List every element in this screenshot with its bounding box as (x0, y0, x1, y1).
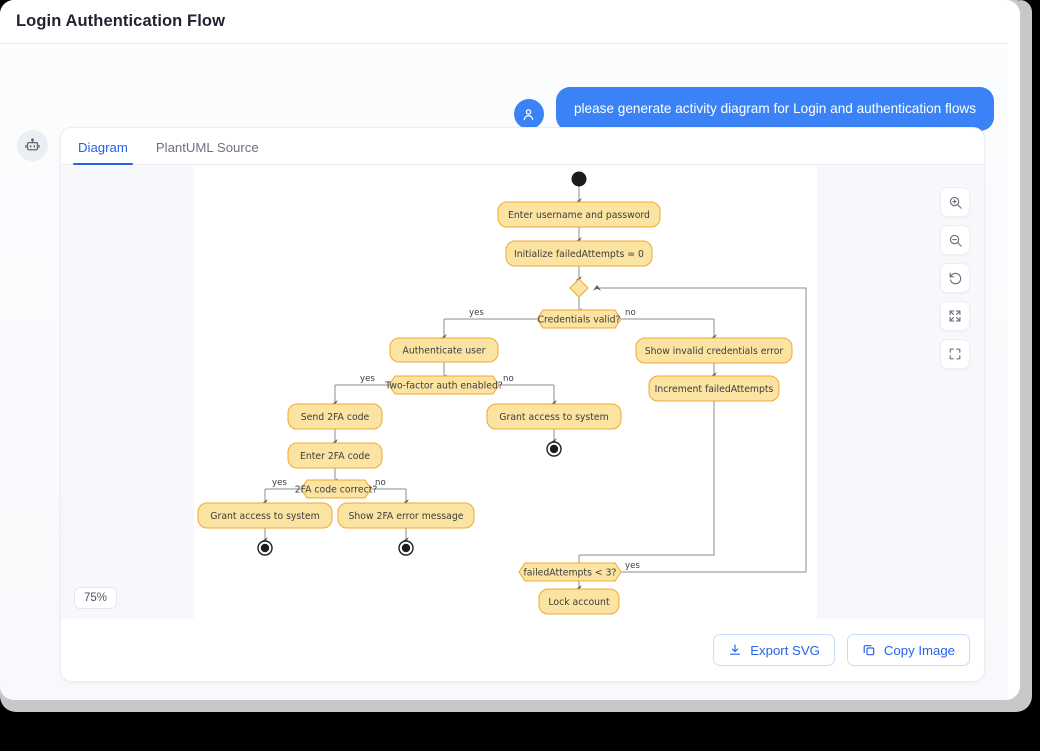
svg-text:Credentials valid?: Credentials valid? (538, 315, 621, 326)
app-header: Login Authentication Flow (0, 0, 1008, 44)
edge-label-yes: yes (625, 561, 640, 571)
tab-plantuml-source[interactable]: PlantUML Source (153, 140, 262, 164)
tab-diagram[interactable]: Diagram (73, 140, 133, 165)
app-window: Login Authentication Flow please generat… (0, 0, 1020, 700)
diagram-tool-rail (940, 187, 970, 369)
edge-label-no: no (625, 308, 636, 318)
svg-text:Enter username and password: Enter username and password (508, 210, 650, 221)
zoom-out-icon (949, 234, 962, 247)
user-message-row: please generate activity diagram for Log… (513, 63, 994, 132)
activity-diagram-svg: Enter username and password Initialize f… (197, 171, 807, 615)
svg-text:Increment failedAttempts: Increment failedAttempts (655, 384, 774, 395)
edge-label-no: no (503, 374, 514, 384)
node-enter-2fa-code: Enter 2FA code (287, 442, 383, 469)
svg-text:failedAttempts < 3?: failedAttempts < 3? (524, 568, 617, 579)
edge-label-yes: yes (469, 308, 484, 318)
bot-avatar (17, 130, 48, 161)
svg-text:Lock account: Lock account (548, 597, 610, 608)
svg-text:2FA code correct?: 2FA code correct? (295, 485, 378, 496)
page-title: Login Authentication Flow (16, 12, 226, 30)
download-icon (730, 644, 741, 655)
svg-text:Authenticate user: Authenticate user (402, 346, 485, 357)
zoom-in-button[interactable] (940, 187, 970, 217)
user-icon (524, 108, 534, 120)
app-body: please generate activity diagram for Log… (0, 45, 1008, 700)
node-show-2fa-error: Show 2FA error message (337, 502, 475, 529)
user-message-bubble: please generate activity diagram for Log… (555, 87, 994, 132)
robot-icon (25, 138, 40, 151)
node-decision-2fa-enabled: Two-factor auth enabled? (384, 375, 503, 395)
fullscreen-button[interactable] (940, 339, 970, 369)
svg-text:Grant access to system: Grant access to system (210, 511, 319, 522)
svg-text:Send 2FA code: Send 2FA code (301, 412, 370, 423)
node-enter-credentials: Enter username and password (497, 201, 661, 228)
svg-text:Show invalid credentials error: Show invalid credentials error (645, 346, 784, 357)
svg-text:Enter 2FA code: Enter 2FA code (300, 451, 370, 462)
fit-screen-icon (949, 310, 961, 322)
svg-text:Two-factor auth enabled?: Two-factor auth enabled? (384, 381, 503, 392)
diagram-actions: Export SVG Copy Image (61, 619, 984, 681)
node-end-grant-2fa (257, 540, 273, 556)
diagram-canvas[interactable]: Enter username and password Initialize f… (61, 166, 984, 621)
edge-label-no: no (375, 478, 386, 488)
copy-icon (863, 645, 875, 656)
node-decision-2fa-correct: 2FA code correct? (295, 479, 378, 499)
diagram-card: Diagram PlantUML Source (60, 127, 985, 682)
zoom-level-badge: 75% (74, 587, 118, 609)
node-grant-access-2fa: Grant access to system (197, 502, 333, 529)
node-authenticate-user: Authenticate user (389, 337, 499, 363)
zoom-in-icon (949, 196, 962, 209)
tab-bar: Diagram PlantUML Source (61, 128, 984, 165)
edge-label-yes: yes (272, 478, 287, 488)
reset-rotate-icon (949, 272, 961, 284)
node-lock-account: Lock account (538, 588, 620, 615)
node-grant-access-direct: Grant access to system (486, 403, 622, 430)
node-end-2fa-error (398, 540, 414, 556)
fit-to-screen-button[interactable] (940, 301, 970, 331)
fullscreen-icon (949, 348, 961, 360)
node-decision-credentials-valid: Credentials valid? (536, 309, 622, 329)
node-send-2fa-code: Send 2FA code (287, 403, 383, 430)
avatar (513, 99, 544, 129)
node-merge (569, 278, 589, 298)
node-increment-failed-attempts: Increment failedAttempts (648, 375, 780, 402)
zoom-out-button[interactable] (940, 225, 970, 255)
copy-image-button[interactable]: Copy Image (846, 634, 970, 666)
node-show-invalid-credentials: Show invalid credentials error (635, 337, 793, 364)
svg-text:Initialize failedAttempts = 0: Initialize failedAttempts = 0 (514, 249, 644, 260)
window-scrollbar[interactable] (1020, 0, 1032, 700)
export-svg-label: Export SVG (750, 642, 820, 658)
node-end-grant-direct (546, 441, 562, 457)
svg-text:Show 2FA error message: Show 2FA error message (348, 511, 463, 522)
node-start (571, 171, 587, 187)
reset-view-button[interactable] (940, 263, 970, 293)
node-init-failed-attempts: Initialize failedAttempts = 0 (505, 240, 653, 267)
edge-label-yes: yes (360, 374, 375, 384)
node-decision-failed-attempts: failedAttempts < 3? (518, 562, 622, 582)
svg-text:Grant access to system: Grant access to system (499, 412, 608, 423)
copy-image-label: Copy Image (883, 642, 955, 658)
export-svg-button[interactable]: Export SVG (713, 634, 835, 666)
